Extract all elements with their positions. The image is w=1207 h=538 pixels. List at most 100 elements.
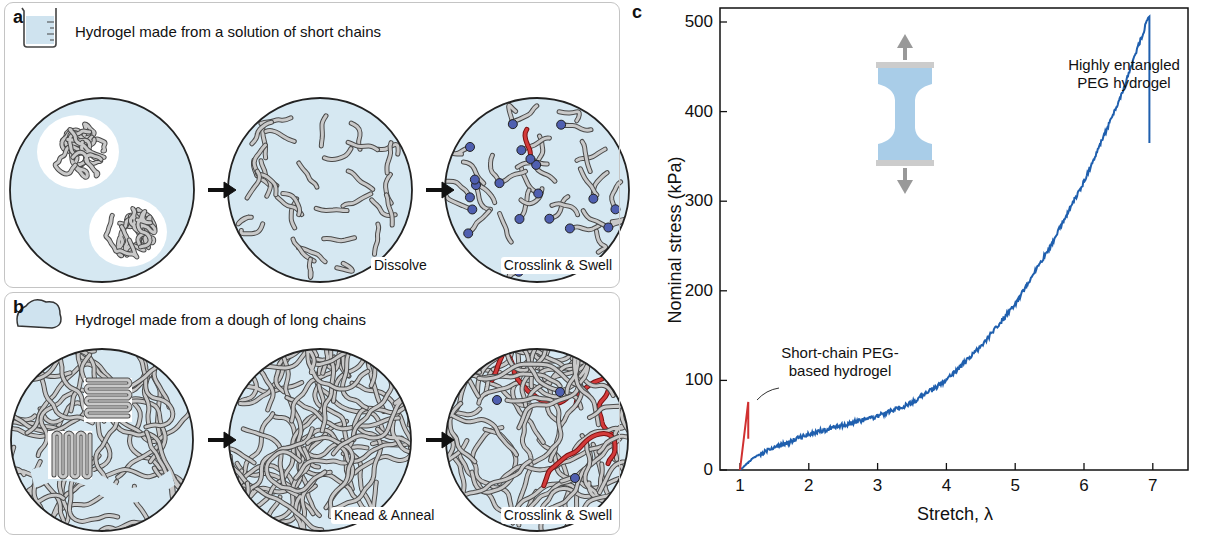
specimen-inset xyxy=(876,34,934,194)
chain-outline xyxy=(582,142,590,172)
chain-core xyxy=(283,194,300,215)
circle-ground xyxy=(228,98,412,282)
chain-core xyxy=(137,211,150,246)
chain-core xyxy=(348,142,377,149)
chain-core xyxy=(267,452,325,491)
chain-group xyxy=(238,116,398,278)
beaker-marks xyxy=(47,22,54,40)
x-tick xyxy=(946,463,947,470)
chain-outline xyxy=(73,152,101,176)
arrow-shaft xyxy=(208,188,226,192)
crosslink-dot xyxy=(466,142,475,151)
chain-outline xyxy=(343,194,371,206)
chain-group xyxy=(444,342,634,536)
chain-outline xyxy=(238,217,251,224)
y-tick xyxy=(720,380,727,381)
crosslink-dot xyxy=(545,214,554,223)
step-label: Crosslink & Swell xyxy=(501,507,615,524)
step-label: Crosslink & Swell xyxy=(501,257,615,274)
x-tick xyxy=(1152,463,1153,470)
tick-label: 3 xyxy=(873,476,882,496)
pull-arrow-head xyxy=(897,180,913,194)
panel-letter: c xyxy=(632,2,642,24)
chain-outline xyxy=(333,394,406,454)
crosslink-dot xyxy=(556,388,565,397)
chain-outline xyxy=(559,112,579,121)
arrow-shaft xyxy=(426,438,444,442)
tick-label: 0 xyxy=(704,460,713,480)
solvent-halo xyxy=(89,197,167,267)
chain-outline xyxy=(348,142,377,149)
circle-outline xyxy=(445,98,629,282)
tick-label: 5 xyxy=(1010,476,1019,496)
crosslink-dot xyxy=(493,396,502,405)
crosslink-dot xyxy=(565,224,574,233)
crosslink-dot xyxy=(526,154,535,163)
crosslink-dot xyxy=(604,223,613,232)
tick-label: 6 xyxy=(1079,476,1088,496)
chain-outline xyxy=(453,455,530,494)
chain-outline xyxy=(247,171,259,198)
x-tick xyxy=(877,463,878,470)
chain-core xyxy=(106,215,137,257)
step-label: Dissolve xyxy=(371,257,430,274)
chain-outline xyxy=(324,238,355,241)
chain-outline xyxy=(309,259,311,277)
chain-outline xyxy=(324,149,351,160)
crosslink-dot xyxy=(611,205,620,214)
axis-title: Stretch, λ xyxy=(917,504,993,526)
crosslink-dot xyxy=(589,194,598,203)
lamella-ground xyxy=(48,431,92,479)
chain-core xyxy=(387,143,391,173)
chain-core xyxy=(521,189,542,204)
chain-core xyxy=(463,162,483,183)
chain-core xyxy=(582,142,590,172)
circle-outline xyxy=(229,349,411,531)
x-tick xyxy=(1015,463,1016,470)
x-tick xyxy=(1083,463,1084,470)
crosslink-dot xyxy=(470,175,479,184)
tick-label: 7 xyxy=(1148,476,1157,496)
tick-label: 1 xyxy=(735,476,744,496)
tick-label: 500 xyxy=(685,12,713,32)
crosslink-dot xyxy=(508,120,517,129)
chain-core xyxy=(583,461,630,511)
chain-core xyxy=(348,171,373,189)
chain-outline xyxy=(86,380,130,416)
chain-outline xyxy=(348,171,373,189)
arrow-shaft xyxy=(208,438,226,442)
chain-core xyxy=(324,238,355,241)
panel-heading: Hydrogel made from a dough of long chain… xyxy=(75,311,366,329)
chain-core xyxy=(337,263,353,271)
circle-outline xyxy=(10,98,194,282)
chain-outline xyxy=(521,189,542,204)
panel-letter: a xyxy=(13,7,23,29)
chain-core xyxy=(386,195,392,225)
chain-core xyxy=(577,149,605,160)
pull-arrow-head xyxy=(897,34,913,48)
arrow-head xyxy=(442,182,454,198)
tick-label: 200 xyxy=(685,281,713,301)
circle-ground xyxy=(445,98,629,282)
circle-ground xyxy=(229,349,411,531)
panel-heading: Hydrogel made from a solution of short c… xyxy=(75,23,381,41)
tick-label: 400 xyxy=(685,101,713,121)
chain-outline xyxy=(583,461,630,511)
chain-core xyxy=(597,231,606,252)
tick-label: 100 xyxy=(685,370,713,390)
chain-group xyxy=(446,105,625,277)
chain-outline xyxy=(254,145,265,172)
chain-core xyxy=(241,224,263,234)
chain-core xyxy=(299,163,317,187)
grip xyxy=(876,160,934,166)
chain-core xyxy=(86,380,130,416)
short-chain-curve xyxy=(740,402,748,470)
chain-core xyxy=(500,214,512,243)
chain-group xyxy=(37,115,167,267)
crosslink-dot xyxy=(515,214,524,223)
y-tick xyxy=(720,21,727,22)
highlighted-chain xyxy=(544,433,615,485)
curve-label: Highly entangled PEG hydrogel xyxy=(1062,56,1186,92)
chain-outline xyxy=(463,162,483,183)
chain-core xyxy=(309,259,311,277)
